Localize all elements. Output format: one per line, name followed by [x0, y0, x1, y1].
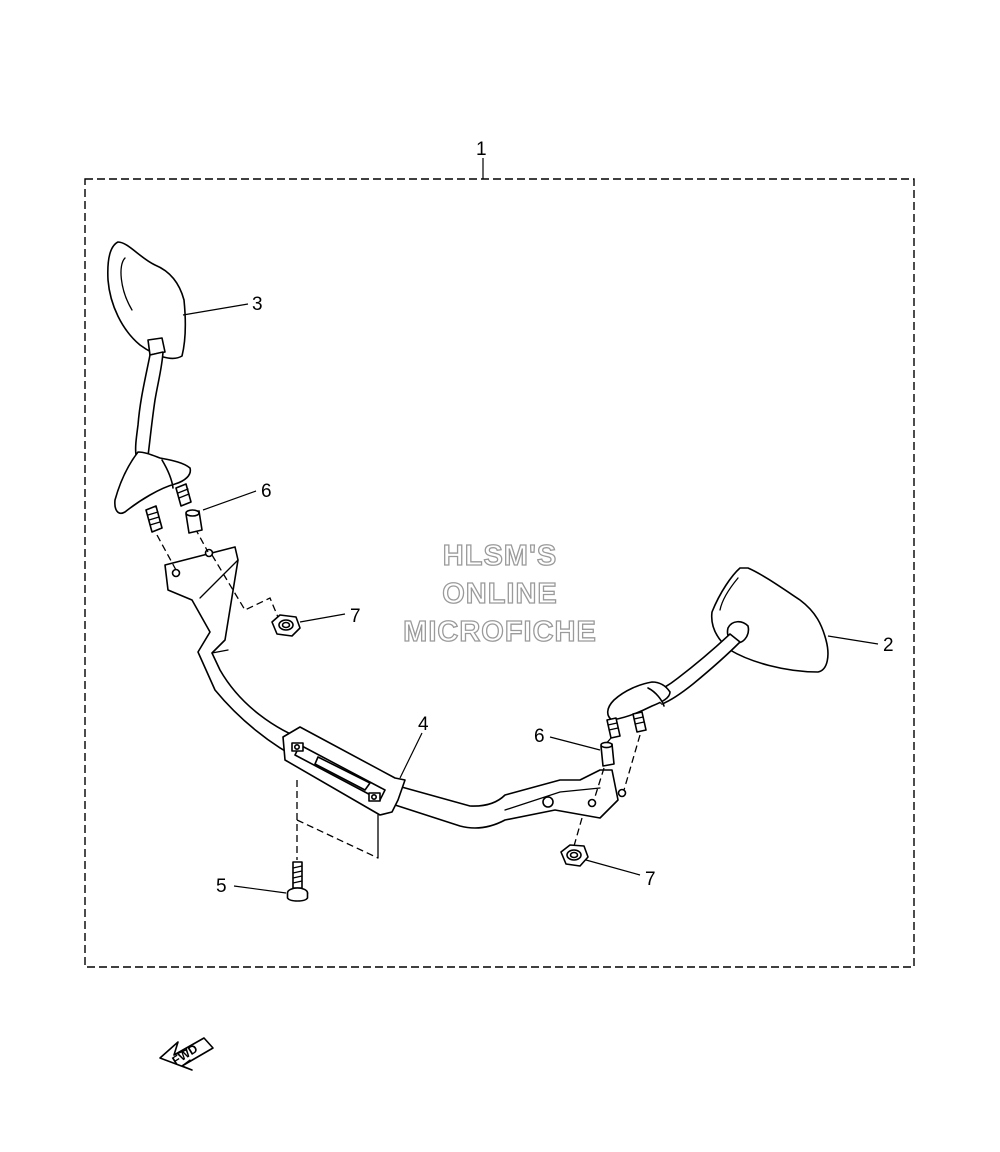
forward-direction-arrow-icon: FWD: [159, 1037, 214, 1071]
callout-6-left: 6: [261, 481, 272, 502]
alignment-line-left-nut: [211, 554, 281, 623]
nut-right-part-7: [560, 844, 589, 867]
alignment-line-left-spacer: [194, 527, 209, 553]
callout-7-left: 7: [350, 606, 361, 627]
callout-leader-5: [233, 885, 287, 894]
alignment-line-right-nut: [573, 817, 583, 847]
callout-3: 3: [252, 294, 263, 315]
alignment-line-left-stud: [156, 534, 177, 571]
watermark: HLSM'S ONLINE MICROFICHE: [403, 539, 597, 648]
callout-leader-7-left: [299, 613, 346, 623]
alignment-line-right-stud: [623, 734, 641, 791]
alignment-line-right-hole: [593, 767, 605, 801]
screw-part-5: [286, 861, 309, 902]
mirror-left-part-3: [107, 241, 192, 533]
bracket-stay-part-4: [164, 546, 627, 829]
spacer-left-part-6: [185, 509, 203, 534]
mirror-right-part-2: [606, 567, 829, 739]
callout-1: 1: [476, 139, 487, 160]
watermark-line-1: HLSM'S: [443, 540, 557, 572]
callout-6-right: 6: [534, 726, 545, 747]
callout-2: 2: [883, 635, 894, 656]
alignment-line-tray-diagonal: [296, 819, 379, 859]
callout-leader-7-right: [585, 859, 641, 876]
nut-left-part-7: [271, 614, 301, 637]
callout-leader-3: [182, 303, 249, 316]
assembly-boundary-box: [84, 178, 915, 968]
spacer-right-part-6: [600, 741, 615, 767]
callout-5: 5: [216, 876, 227, 897]
watermark-line-3: MICROFICHE: [403, 616, 597, 648]
callout-leader-2: [827, 635, 879, 645]
callout-leader-6-left: [202, 490, 257, 511]
watermark-line-2: ONLINE: [442, 578, 558, 610]
callout-4: 4: [418, 714, 429, 735]
alignment-line-right-spacer: [604, 737, 612, 746]
callout-leader-4: [399, 732, 423, 779]
callout-7-right: 7: [645, 869, 656, 890]
callout-leader-6-right: [549, 736, 601, 751]
